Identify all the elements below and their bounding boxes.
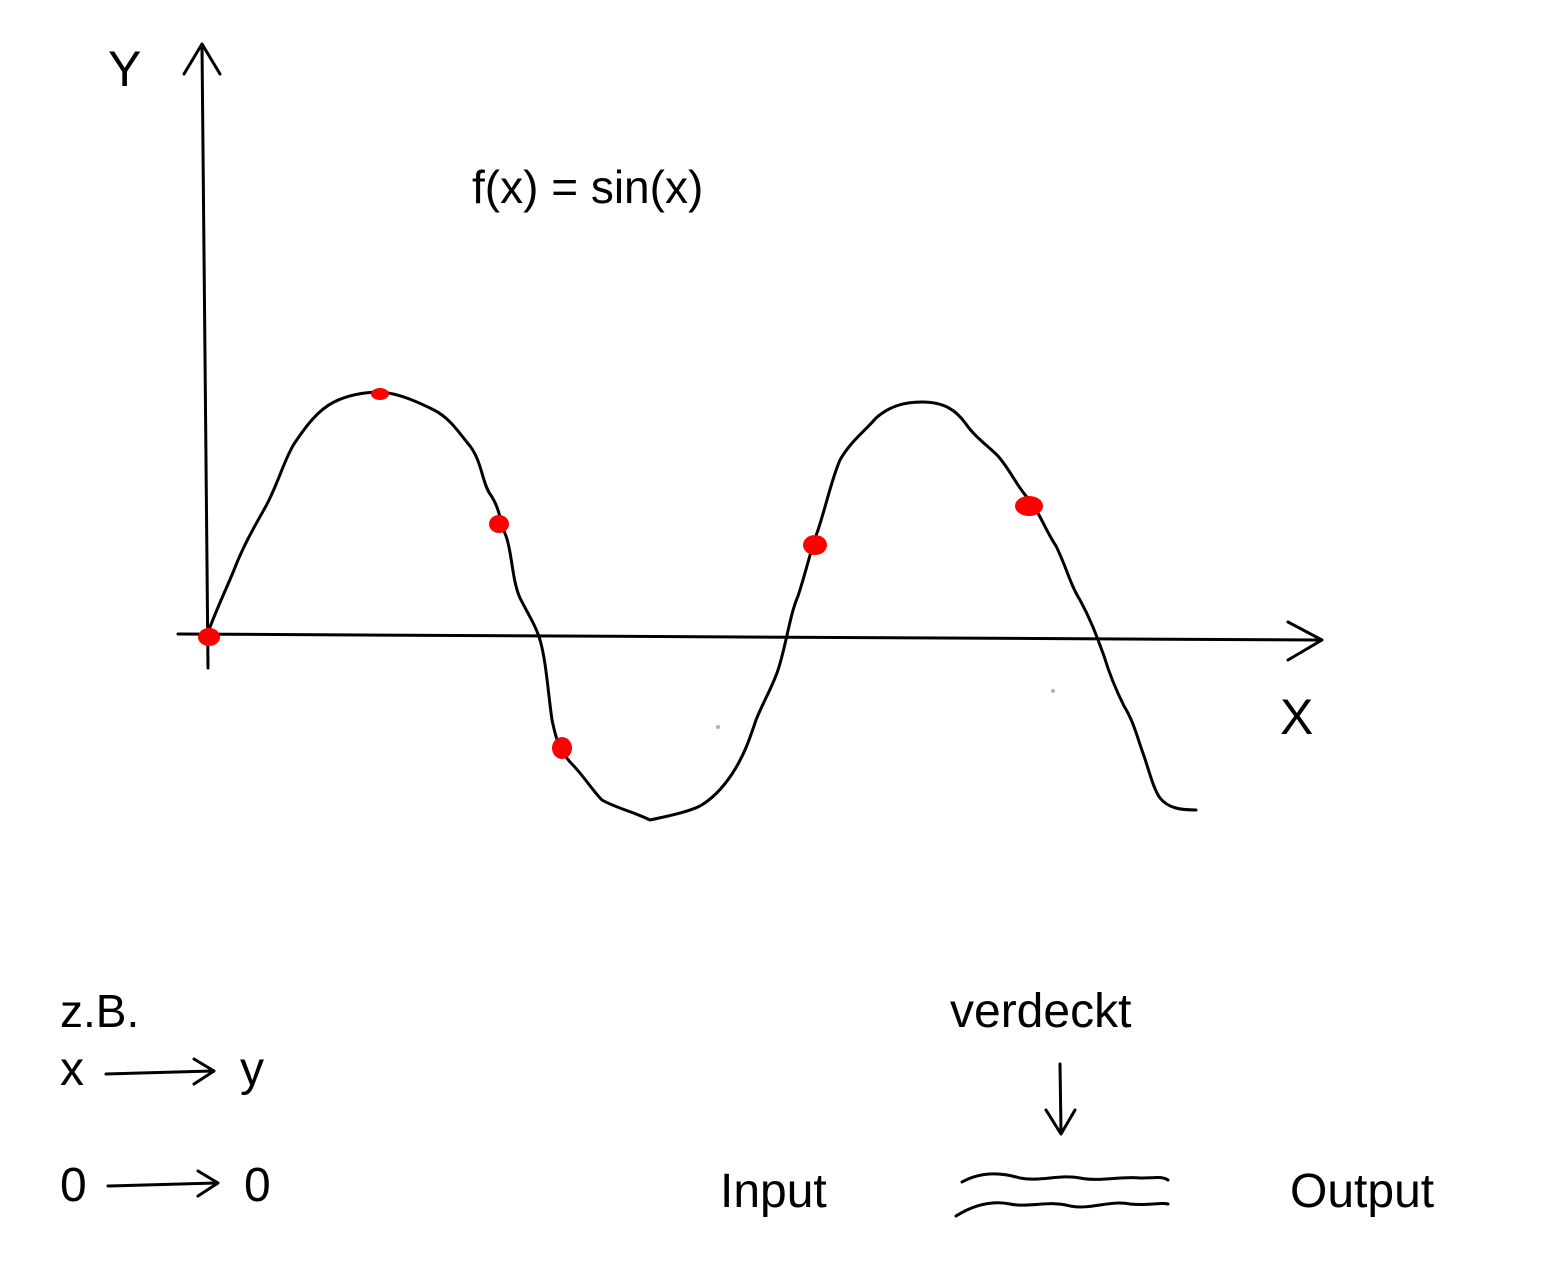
sample-point — [371, 388, 389, 400]
sample-point — [489, 515, 509, 533]
sample-point — [198, 628, 220, 646]
hidden-down-arrow — [1044, 1062, 1077, 1136]
x-axis-line — [176, 632, 1322, 642]
sine-curve — [204, 390, 1198, 822]
sample-point — [1015, 496, 1043, 516]
x-axis-arrowhead — [1286, 620, 1324, 662]
hidden-label: verdeckt — [950, 985, 1132, 1038]
mapping-1-output: y — [240, 1043, 264, 1096]
y-axis-label: Y — [108, 41, 142, 97]
mapping-arrow-2 — [106, 1169, 220, 1198]
sample-points — [198, 388, 1043, 759]
output-label: Output — [1290, 1165, 1435, 1218]
y-axis-arrowhead — [182, 42, 222, 76]
mapping-2-input: 0 — [60, 1159, 87, 1212]
hidden-function-squiggle — [954, 1172, 1170, 1218]
y-axis-line — [200, 44, 210, 670]
mapping-arrow-1 — [104, 1057, 216, 1086]
y-axis — [182, 42, 222, 670]
sample-point — [552, 737, 572, 759]
mapping-1-input: x — [60, 1043, 84, 1096]
x-axis — [176, 620, 1324, 662]
input-label: Input — [720, 1165, 827, 1218]
stray-dot — [1051, 689, 1055, 693]
function-formula: f(x) = sin(x) — [472, 161, 704, 213]
x-axis-label: X — [1280, 689, 1314, 745]
mapping-2-output: 0 — [244, 1159, 271, 1212]
example-heading: z.B. — [60, 985, 140, 1037]
stray-dot — [716, 725, 720, 729]
sample-point — [803, 535, 827, 555]
